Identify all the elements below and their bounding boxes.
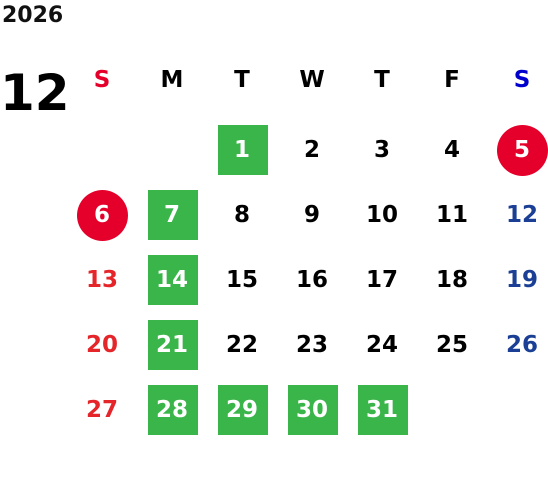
weekday-header-label: T [374, 67, 390, 93]
day-cell-label: 4 [443, 137, 460, 163]
day-cell: 2 [282, 125, 342, 175]
day-cell: 6 [72, 190, 132, 241]
day-cell: 20 [72, 320, 132, 370]
day-cell-label: 24 [365, 332, 398, 358]
weekday-header: M [142, 55, 202, 105]
day-cell: 16 [282, 255, 342, 305]
day-cell-label: 12 [505, 202, 538, 228]
day-cell-label: 17 [365, 267, 398, 293]
day-cell-label: 15 [225, 267, 258, 293]
day-cell-label: 9 [303, 202, 320, 228]
day-cell: 8 [212, 190, 272, 240]
day-cell: 23 [282, 320, 342, 370]
day-cell: 31 [352, 385, 412, 435]
day-cell-label: 2 [303, 137, 320, 163]
day-cell: 13 [72, 255, 132, 305]
day-cell-label: 27 [85, 397, 118, 423]
day-cell-label: 8 [233, 202, 250, 228]
day-cell-label: 10 [365, 202, 398, 228]
day-cell: 15 [212, 255, 272, 305]
day-cell-label: 18 [435, 267, 468, 293]
day-cell: 9 [282, 190, 342, 240]
day-cell-label: 21 [155, 332, 188, 358]
day-cell-label: 13 [85, 267, 118, 293]
month-number: 12 [0, 64, 70, 122]
day-cell: 24 [352, 320, 412, 370]
day-cell-label: 23 [295, 332, 328, 358]
day-cell: 28 [142, 385, 202, 435]
day-cell: 19 [492, 255, 548, 305]
day-cell: 1 [212, 125, 272, 175]
day-cell-label: 1 [233, 137, 250, 163]
weekday-header-label: F [444, 67, 460, 93]
day-cell: 18 [422, 255, 482, 305]
weekday-header-label: W [299, 67, 325, 93]
day-cell-label: 20 [85, 332, 118, 358]
day-cell-label: 6 [93, 202, 110, 228]
day-cell-label: 26 [505, 332, 538, 358]
day-cell: 3 [352, 125, 412, 175]
day-cell-label: 29 [225, 397, 258, 423]
day-cell: 27 [72, 385, 132, 435]
day-cell: 7 [142, 190, 202, 240]
day-cell: 14 [142, 255, 202, 305]
day-cell: 4 [422, 125, 482, 175]
day-cell: 29 [212, 385, 272, 435]
weekday-header-label: S [93, 67, 111, 93]
day-cell-label: 11 [435, 202, 468, 228]
day-cell: 17 [352, 255, 412, 305]
day-cell-label: 14 [155, 267, 188, 293]
weekday-header-label: M [160, 67, 184, 93]
day-cell-label: 3 [373, 137, 390, 163]
weekday-header: S [492, 55, 548, 105]
day-cell-label: 31 [365, 397, 398, 423]
weekday-header: W [282, 55, 342, 105]
day-cell-label: 7 [163, 202, 180, 228]
day-cell: 11 [422, 190, 482, 240]
day-cell-label: 28 [155, 397, 188, 423]
day-cell: 22 [212, 320, 272, 370]
weekday-header: T [212, 55, 272, 105]
weekday-header-label: S [513, 67, 531, 93]
year-label: 2026 [2, 3, 64, 28]
day-cell-label: 22 [225, 332, 258, 358]
day-cell: 26 [492, 320, 548, 370]
weekday-header: T [352, 55, 412, 105]
day-cell: 10 [352, 190, 412, 240]
day-cell: 30 [282, 385, 342, 435]
day-cell: 21 [142, 320, 202, 370]
day-cell-label: 25 [435, 332, 468, 358]
weekday-header: S [72, 55, 132, 105]
weekday-header: F [422, 55, 482, 105]
day-cell: 5 [492, 125, 548, 176]
day-cell-label: 19 [505, 267, 538, 293]
day-cell-label: 30 [295, 397, 328, 423]
day-cell-label: 5 [513, 137, 530, 163]
weekday-header-label: T [234, 67, 250, 93]
day-cell: 25 [422, 320, 482, 370]
day-cell-label: 16 [295, 267, 328, 293]
day-cell: 12 [492, 190, 548, 240]
